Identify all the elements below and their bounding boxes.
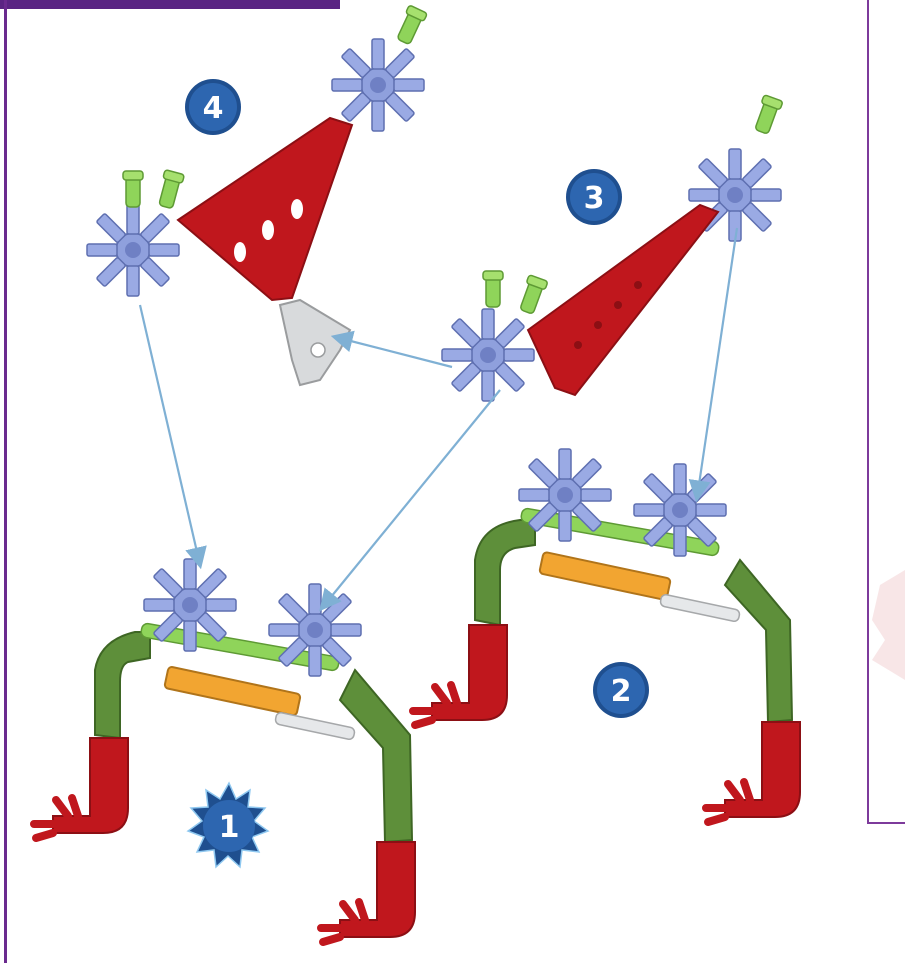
svg-text:2: 2	[611, 674, 632, 709]
arrow-3-to-2-right	[697, 228, 737, 498]
step-1-assembly	[34, 559, 415, 942]
arrow-3-to-4-clip	[335, 337, 452, 367]
arrow-4-to-1-left	[140, 305, 200, 565]
faded-decoration	[872, 570, 905, 680]
step-badge-3: 3	[566, 169, 622, 225]
step-2-assembly	[413, 449, 800, 822]
step-badge-4: 4	[185, 79, 241, 135]
svg-text:3: 3	[584, 181, 605, 216]
svg-text:4: 4	[203, 91, 224, 126]
step-badge-2: 2	[593, 662, 649, 718]
svg-text:1: 1	[219, 810, 240, 845]
step-4-assembly	[87, 5, 427, 385]
arrow-3-to-1-right	[322, 390, 500, 608]
step-badge-1: 1	[188, 783, 268, 867]
step-3-assembly	[442, 95, 783, 401]
